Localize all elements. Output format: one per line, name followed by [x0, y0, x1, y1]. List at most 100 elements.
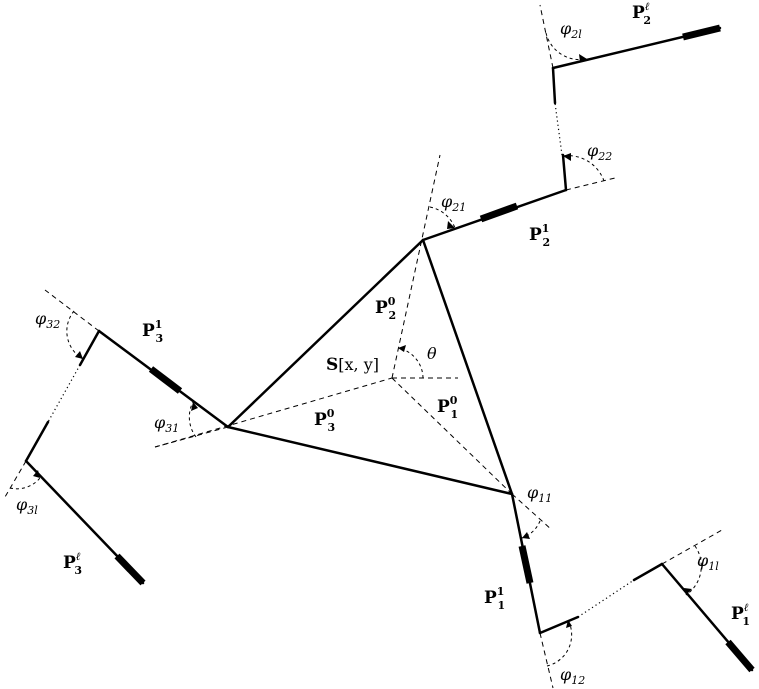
leg1-actuator-last [725, 639, 755, 673]
theta-arc [397, 347, 424, 379]
leg1-base-sub: 1 [450, 408, 458, 421]
leg1-base-main: P [437, 397, 450, 417]
leg2-actuator-1 [479, 202, 519, 223]
phi-21-arc [429, 206, 456, 229]
phi-32-label: φ32 [35, 309, 60, 331]
leg2-base-sub: 2 [388, 309, 396, 322]
leg1-link-2-left [538, 615, 580, 635]
leg2-base-main: P [375, 298, 388, 318]
platform-edge-right [421, 238, 514, 496]
leg-1-chain [510, 492, 755, 673]
phi-3l-label: φ3l [16, 495, 38, 517]
leg2-link-2-lower [561, 153, 568, 192]
phi-3l-arrowhead [33, 470, 40, 478]
phi-11-sym: φ [527, 483, 539, 502]
phi-21-sym: φ [441, 192, 453, 211]
phi-32-arc [66, 310, 84, 360]
phi-1l-arc [685, 545, 702, 596]
leg2-first-sub: 2 [542, 236, 550, 249]
phi-31-sym: φ [154, 413, 166, 432]
leg3-last-sup: ℓ [76, 550, 81, 563]
leg2-link-2-hidden [554, 102, 563, 156]
phi-21-sub: 21 [451, 201, 466, 214]
leg2-first-main: P [529, 225, 542, 245]
phi-22-arc [562, 155, 605, 182]
phi-2l-sym: φ [560, 19, 572, 38]
phi-12-sym: φ [560, 665, 572, 684]
phi-3l-sub: 3l [27, 504, 38, 517]
leg-3-chain [24, 329, 230, 586]
phi-22-sym: φ [587, 141, 599, 160]
phi-11-label: φ11 [527, 483, 552, 505]
phi-1l-sym: φ [697, 551, 709, 570]
construction-lines [4, 4, 723, 689]
leg3-base-sub: 3 [327, 421, 335, 434]
phi-31-arrowhead [191, 402, 198, 411]
theta-arrowhead [398, 345, 406, 352]
phi-3l-arc [9, 477, 41, 490]
leg1-last-main: P [731, 604, 744, 624]
leg2-link-2-upper [551, 66, 557, 105]
phi-21-label: φ21 [441, 192, 466, 214]
extension-line-leg1-joint3 [661, 529, 723, 565]
phi-22-label: φ22 [587, 141, 612, 163]
extension-line-leg2-joint3 [539, 4, 554, 69]
leg3-last-sub: 3 [74, 564, 82, 577]
phi-32-arrowhead [75, 351, 83, 359]
phi-22-sub: 22 [597, 150, 612, 163]
leg1-first-sup: 1 [497, 585, 505, 598]
leg1-actuator-1 [518, 545, 534, 584]
phi-11-sub: 11 [538, 492, 552, 505]
phi-1l-sub: 1l [708, 560, 719, 573]
leg3-link-2-lower [24, 420, 50, 463]
leg3-link-2-upper [78, 329, 101, 367]
leg1-link-2-right [632, 562, 664, 582]
leg3-last-main: P [63, 553, 76, 573]
phi-3l-sym: φ [16, 495, 28, 514]
leg2-base-sup: 0 [388, 295, 396, 308]
phi-1l-arrowhead [684, 588, 692, 595]
phi-12-arc [546, 619, 573, 667]
extension-line-leg3-joint3 [4, 460, 27, 498]
leg2-actuator-last [682, 24, 721, 41]
center-label: S[x, y] [326, 355, 379, 375]
phi-22-arrowhead [563, 153, 571, 161]
center-label-main: S [326, 355, 338, 375]
leg1-first-main: P [484, 588, 497, 608]
phi-32-sub: 32 [46, 318, 60, 331]
phi-31-sub: 31 [165, 422, 179, 435]
platform-edge-top [226, 238, 425, 429]
platform-edge-bottom [226, 425, 514, 496]
leg3-base-main: P [314, 410, 327, 430]
center-label-args: [x, y] [338, 355, 379, 374]
leg-2-chain [421, 24, 722, 242]
leg1-last-sub: 1 [742, 615, 750, 628]
axis-line-leg1-base [391, 377, 513, 495]
phi-2l-arc [545, 32, 588, 61]
leg3-base-sup: 0 [327, 407, 335, 420]
leg1-last-sup: ℓ [744, 601, 749, 614]
phi-32-sym: φ [35, 309, 47, 328]
theta-label: θ [427, 344, 437, 363]
leg3-first-main: P [142, 321, 155, 341]
leg3-first-sup: 1 [155, 318, 163, 331]
phi-31-label: φ31 [154, 413, 179, 435]
axis-line-leg2-base [391, 154, 441, 379]
leg2-first-sup: 1 [542, 222, 550, 235]
leg1-link-2-hidden [577, 579, 635, 618]
phi-1l-label: φ1l [697, 551, 719, 573]
phi-31-arc [188, 401, 197, 438]
phi-12-arrowhead [566, 620, 572, 628]
leg3-actuator-1 [148, 366, 183, 394]
